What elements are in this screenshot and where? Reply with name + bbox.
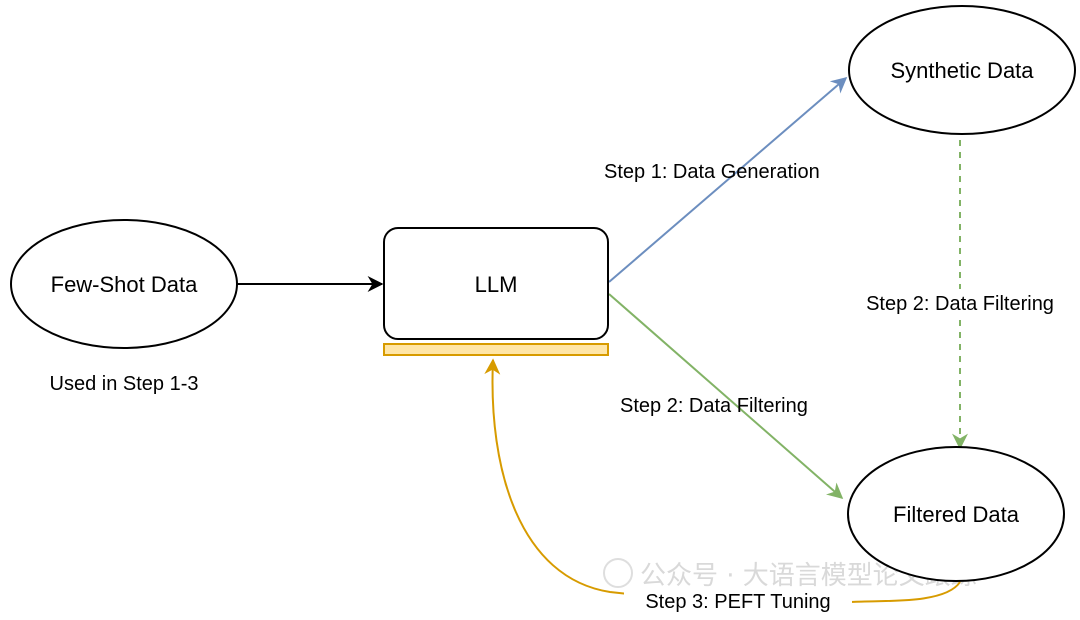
edge-filtering-synthetic-label-bg — [844, 289, 1076, 317]
filtered-ellipse — [847, 446, 1065, 582]
node-synthetic-data: Synthetic Data — [848, 5, 1076, 135]
wechat-icon — [603, 558, 633, 588]
edge-generation-arrow — [608, 76, 848, 283]
edge-peft-label: Step 3: PEFT Tuning — [645, 591, 830, 613]
edge-filtering-llm-arrow — [608, 293, 844, 500]
few-shot-note: Used in Step 1-3 — [50, 373, 199, 395]
peft-adapter-bar — [383, 343, 609, 356]
edge-generation-label: Step 1: Data Generation — [604, 161, 820, 183]
few-shot-label: Few-Shot Data — [51, 272, 198, 297]
node-llm: LLM — [383, 227, 609, 340]
filtered-label: Filtered Data — [893, 502, 1020, 527]
node-filtered-data: Filtered Data — [847, 446, 1065, 582]
llm-label: LLM — [475, 272, 518, 297]
edge-filtering-llm-label: Step 2: Data Filtering — [620, 395, 808, 417]
edge-filtering-synthetic-label: Step 2: Data Filtering — [866, 293, 1054, 315]
edge-peft-label-bg — [624, 588, 852, 614]
synthetic-label: Synthetic Data — [890, 58, 1034, 83]
few-shot-ellipse — [10, 219, 238, 349]
synthetic-ellipse — [848, 5, 1076, 135]
llm-box — [383, 227, 609, 340]
node-few-shot-data: Few-Shot Data — [10, 219, 238, 349]
